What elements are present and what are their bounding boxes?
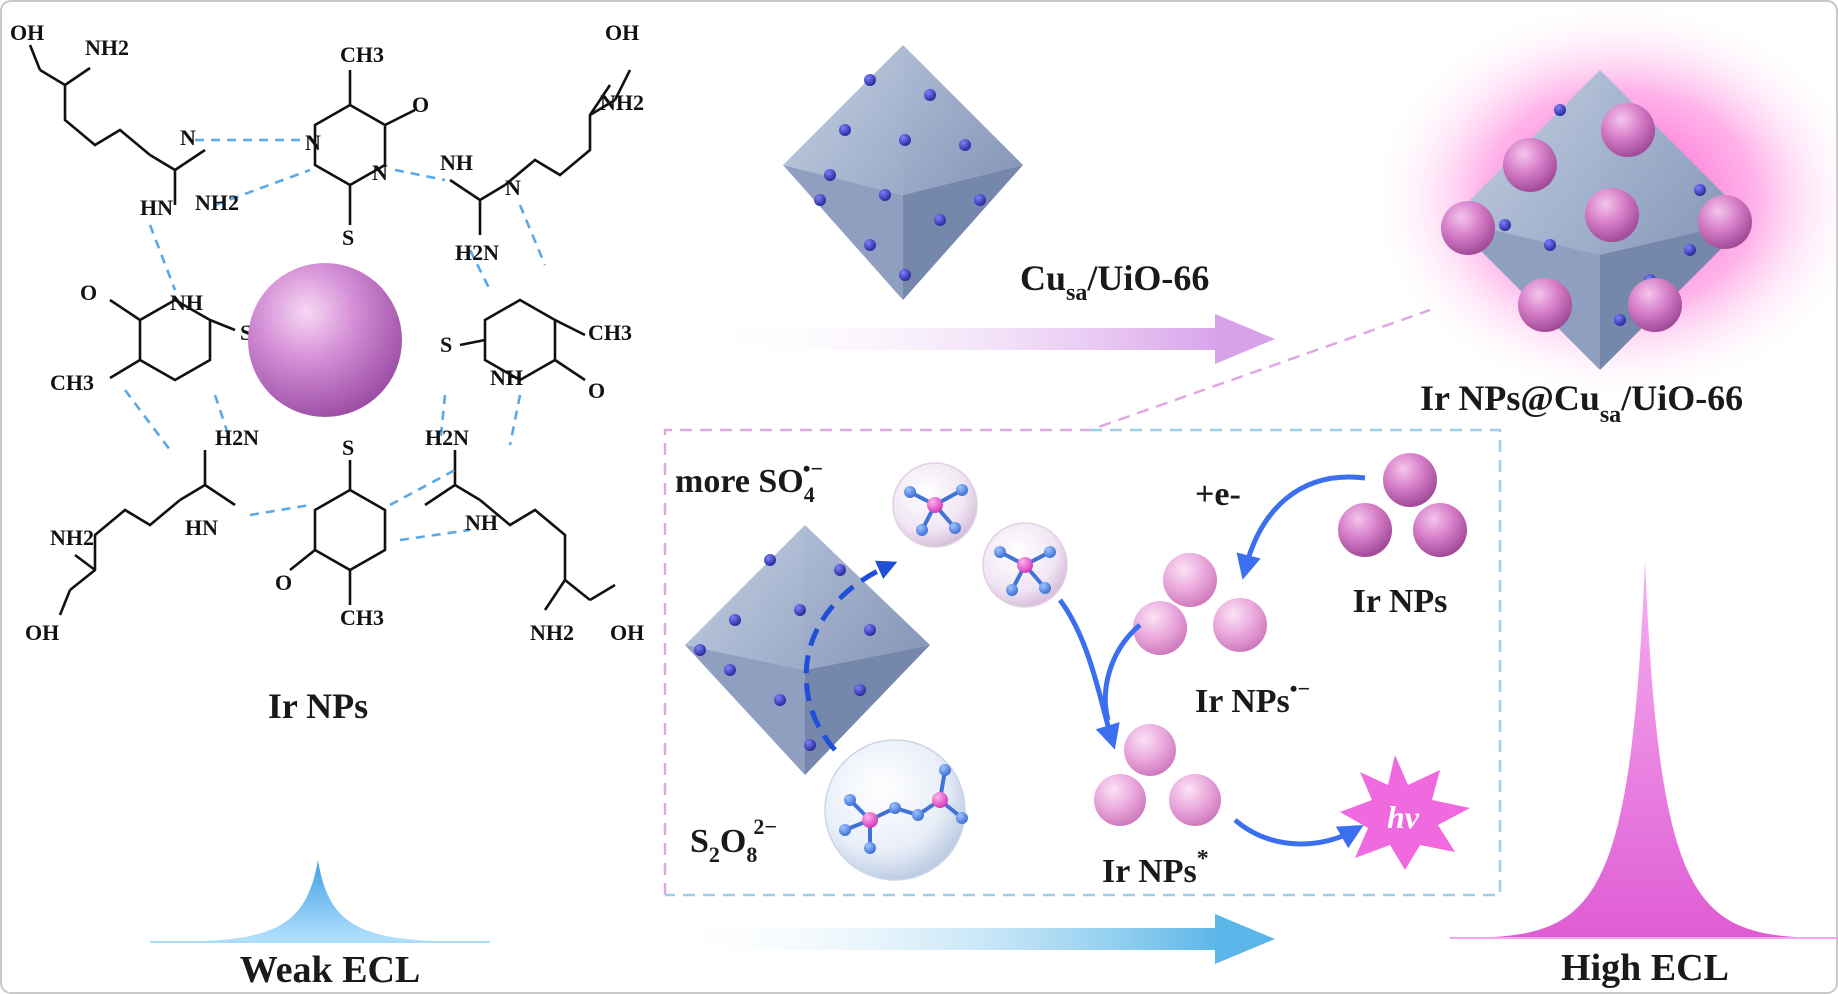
label-more-so4: more SO4•− <box>675 456 823 507</box>
so4-radical-bubble-2 <box>982 522 1068 608</box>
chem-atom-labels: CH3 O S N N OH NH2 HN NH2 N OH NH2 NH H2… <box>10 20 644 645</box>
label-ch3-left: CH3 <box>50 370 94 395</box>
label-hn-tl: HN <box>140 195 173 220</box>
label-s-bottom: S <box>342 435 354 460</box>
ir-nanoparticle-center <box>248 263 402 417</box>
label-ch3-top: CH3 <box>340 42 384 67</box>
label-n-tr: N <box>505 175 521 200</box>
label-nh2-tl: NH2 <box>85 35 129 60</box>
arrow-blue-to-high-ecl <box>660 914 1275 964</box>
dashed-electron-arrow <box>803 560 898 752</box>
label-n-top2: N <box>372 160 388 185</box>
label-nh2-tl2: NH2 <box>195 190 239 215</box>
label-high-ecl: High ECL <box>1561 947 1729 989</box>
label-weak-ecl: Weak ECL <box>240 949 421 991</box>
label-nh-left: NH <box>170 290 203 315</box>
label-s-right: S <box>440 332 452 357</box>
label-ir-nps-left: Ir NPs <box>268 686 368 726</box>
label-oh-br: OH <box>610 620 644 645</box>
hydrogen-bonds <box>123 138 547 542</box>
label-nh2-br: NH2 <box>530 620 574 645</box>
label-nh-right: NH <box>490 365 523 390</box>
label-oh-tl: OH <box>10 20 44 45</box>
ir-nps-excited-cluster <box>1094 724 1221 826</box>
label-ir-nps-radical: Ir NPs•− <box>1195 676 1310 720</box>
label-oh-bl: OH <box>25 620 59 645</box>
hv-starburst <box>1340 755 1470 870</box>
arrow-reduction <box>1236 474 1366 580</box>
label-plus-e: +e- <box>1195 476 1241 513</box>
mechanism-box <box>663 308 1502 897</box>
label-h2n-bl: H2N <box>215 425 259 450</box>
cusa-uio66-octahedron <box>783 45 1023 300</box>
label-oh-tr: OH <box>605 20 639 45</box>
mechanism-octahedron <box>685 525 930 775</box>
arrow-radical-to-excited <box>1102 623 1142 721</box>
label-nh-tr: NH <box>440 150 473 175</box>
high-ecl-peak <box>1450 560 1838 938</box>
arrow-so4-to-excited <box>1057 598 1120 750</box>
label-hn-bl: HN <box>185 515 218 540</box>
label-n-tl: N <box>180 125 196 150</box>
label-o-bottom: O <box>275 570 292 595</box>
label-ir-composite: Ir NPs@Cusa/UiO-66 <box>1420 378 1743 428</box>
label-s-top: S <box>342 225 354 250</box>
arrow-pink-to-composite <box>700 314 1275 364</box>
label-o-right: O <box>588 378 605 403</box>
label-n-top: N <box>305 130 321 155</box>
label-cusa-uio66: Cusa/UiO-66 <box>1020 258 1209 306</box>
label-o-left: O <box>80 280 97 305</box>
label-ir-nps-excited: Ir NPs* <box>1102 846 1209 890</box>
label-h2n-tr: H2N <box>455 240 499 265</box>
label-h2n-br: H2N <box>425 425 469 450</box>
label-nh2-bl: NH2 <box>50 525 94 550</box>
label-ch3-right: CH3 <box>588 320 632 345</box>
label-ir-nps-right: Ir NPs <box>1353 583 1448 620</box>
arrow-emission <box>1233 818 1364 849</box>
label-o-top: O <box>412 92 429 117</box>
ir-nps-radical-cluster <box>1133 553 1267 655</box>
s2o8-bubble <box>824 739 968 881</box>
weak-ecl-peak <box>150 860 490 942</box>
label-s2o8: S2O82− <box>690 814 777 867</box>
ir-nps-cluster-right <box>1338 453 1467 557</box>
label-nh2-tr: NH2 <box>600 90 644 115</box>
label-nh-br: NH <box>465 510 498 535</box>
label-ch3-bottom: CH3 <box>340 605 384 630</box>
supramolecular-network <box>28 44 632 616</box>
label-hv: hv <box>1387 799 1420 835</box>
ir-composite-octahedron <box>1441 70 1752 370</box>
so4-radical-bubble-1 <box>892 462 978 548</box>
